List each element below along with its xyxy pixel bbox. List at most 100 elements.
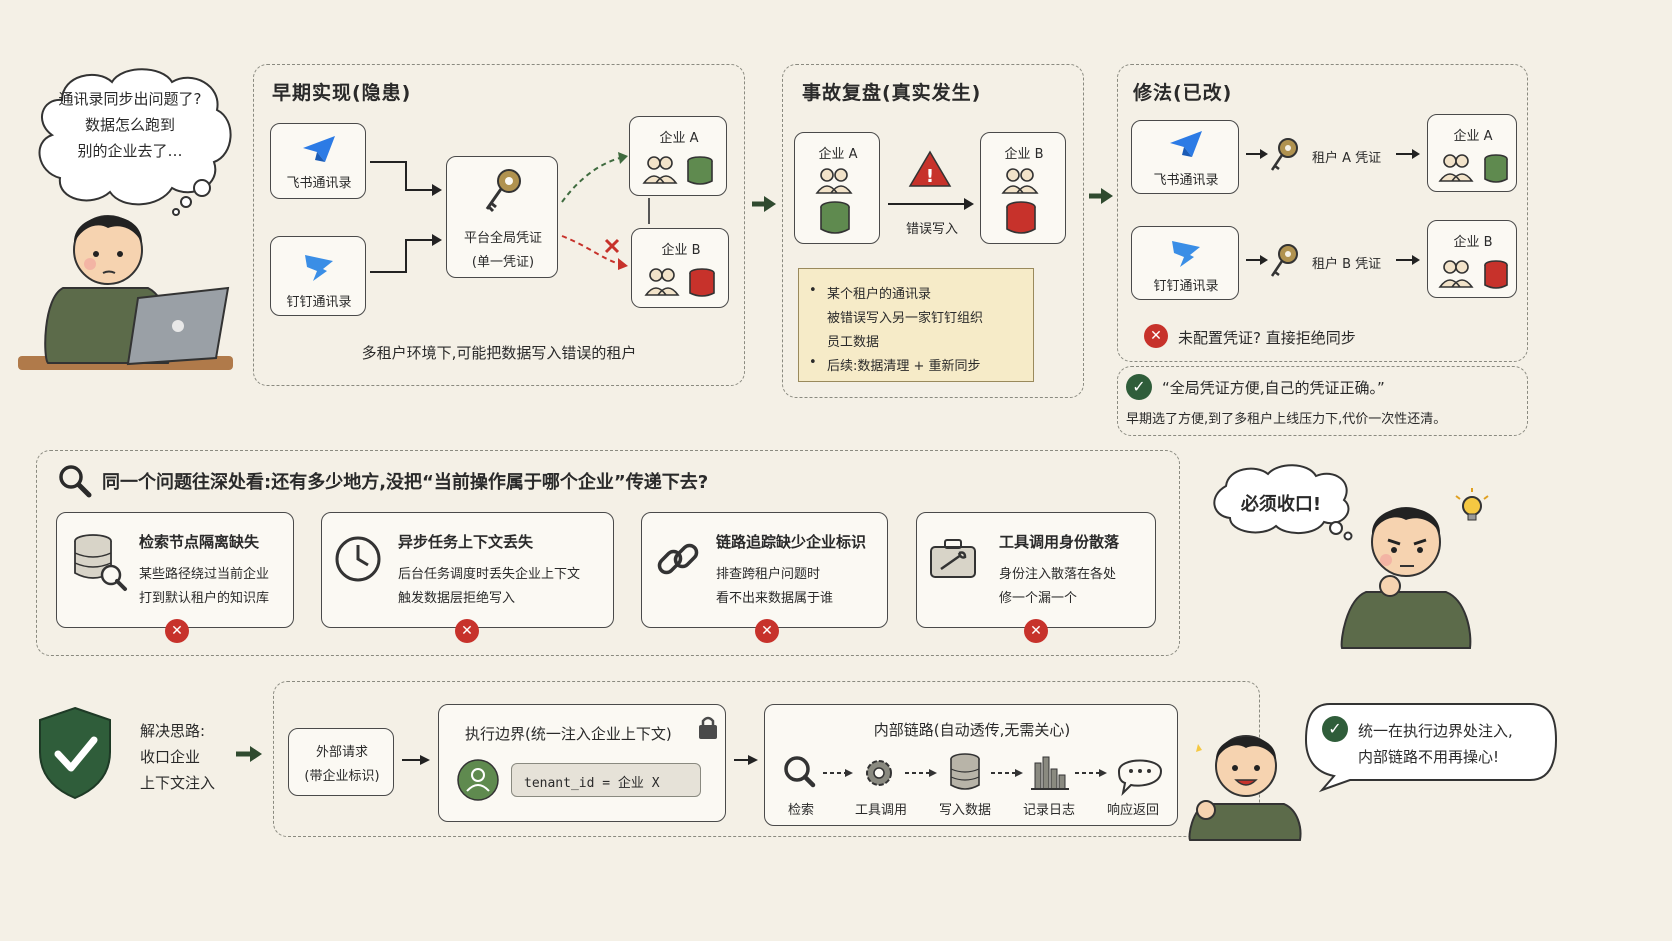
ent-a-label-p1: 企业 A [659, 131, 699, 146]
issue3-line2: 看不出来数据属于谁 [716, 591, 834, 606]
people-db-red-stack-icon [1001, 168, 1039, 234]
thought-right-text: 必须收口! [1240, 494, 1322, 515]
boundary-title: 执行边界(统一注入企业上下文) [465, 725, 672, 743]
enterprise-a-card-p1: 企业 A [629, 116, 727, 196]
feishu-source-card: 飞书通讯录 [270, 123, 366, 199]
note1-line1: 某个租户的通讯录 [827, 287, 932, 302]
ent-b-label-p2: 企业 B [1004, 147, 1044, 162]
solution-label-2: 收口企业 [140, 748, 201, 766]
dingtalk-icon [1172, 241, 1200, 267]
cred-a-row [1246, 138, 1420, 171]
solution-arrow [236, 746, 262, 762]
final-line-1: 统一在执行边界处注入, [1358, 722, 1513, 740]
ext-line-2: (带企业标识) [304, 769, 380, 784]
dingtalk-icon [305, 255, 333, 281]
ent-b-label-p3: 企业 B [1453, 235, 1493, 250]
issue2-line1: 后台任务调度时丢失企业上下文 [398, 567, 581, 582]
people-db-red-icon [1438, 260, 1508, 289]
dingtalk-label-p3: 钉钉通讯录 [1153, 279, 1219, 294]
quote-check-icon: ✓ [1126, 374, 1152, 400]
internal-title: 内部链路(自动透传,无需关心) [873, 721, 1071, 739]
issue-card-tracing: 链路追踪缺少企业标识 排查跨租户问题时 看不出来数据属于谁 [641, 512, 888, 628]
panel-deep-dive [36, 450, 1180, 656]
tenant-field: tenant_id = 企业 X [511, 763, 701, 797]
arrow-p1-p2 [752, 196, 776, 212]
enterprise-a-card-p2: 企业 A [794, 132, 880, 244]
arrow-p2-p3 [1089, 188, 1113, 204]
panel-incident [782, 64, 1084, 398]
issue3-x-icon: ✕ [755, 619, 779, 643]
log-chart-step-icon [1031, 756, 1069, 790]
cred-b-row [1246, 244, 1420, 277]
ent-a-label-p2: 企业 A [818, 147, 858, 162]
cred-b-label: 租户 B 凭证 [1312, 257, 1382, 272]
issue4-title: 工具调用身份散落 [999, 533, 1120, 551]
people-db-red-icon [644, 268, 715, 297]
final-line-2: 内部链路不用再操心! [1358, 748, 1500, 766]
tenant-value: tenant_id = 企业 X [524, 776, 660, 791]
global-credential-card: 平台全局凭证 (单一凭证) [446, 156, 558, 278]
panel1-caption: 多租户环境下,可能把数据写入错误的租户 [361, 344, 637, 362]
issue1-title: 检索节点隔离缺失 [139, 533, 260, 551]
issue4-x-icon: ✕ [1024, 619, 1048, 643]
internal-chain-card: 内部链路(自动透传,无需关心) 检索 工具调 [764, 704, 1178, 826]
magnifier-icon [59, 465, 92, 498]
ent-connector [648, 198, 650, 224]
issue4-line2: 修一个漏一个 [999, 591, 1078, 606]
ext-to-boundary-arrow [402, 755, 430, 765]
issue3-title: 链路追踪缺少企业标识 [716, 533, 867, 551]
panel-fix [1117, 64, 1528, 362]
user-avatar-icon [457, 759, 499, 801]
thought-line-3: 别的企业去了… [77, 142, 183, 160]
panel-early-impl [253, 64, 745, 386]
internal-chain-icons [784, 753, 1163, 797]
issue3-line1: 排查跨租户问题时 [716, 567, 821, 582]
feishu-source-card-p3: 飞书通讯录 [1131, 120, 1239, 194]
issue2-x-icon: ✕ [455, 619, 479, 643]
db-step-icon [950, 753, 980, 790]
solution-label-1: 解决思路: [140, 722, 206, 740]
step-write: 写入数据 [938, 803, 991, 818]
dingtalk-source-card-p3: 钉钉通讯录 [1131, 226, 1239, 300]
key-icon [485, 169, 521, 213]
reject-x-icon: ✕ [1144, 324, 1168, 348]
note1-line3: 员工数据 [827, 335, 880, 350]
cred-to-ent-arrows [561, 152, 628, 270]
issue-card-tools: 工具调用身份散落 身份注入散落在各处 修一个漏一个 [916, 512, 1156, 628]
svg-text:!: ! [926, 166, 934, 187]
happy-person-illustration [1188, 735, 1302, 841]
people-db-green-stack-icon [815, 168, 853, 234]
note2-line: 后续:数据清理 + 重新同步 [827, 359, 981, 374]
shield-check-icon [39, 706, 111, 800]
step-search: 检索 [787, 803, 814, 818]
panel-incident-title: 事故复盘(真实发生) [802, 82, 982, 104]
dingtalk-source-label: 钉钉通讯录 [286, 295, 352, 310]
note-bullet-2: • [809, 355, 817, 370]
source-to-cred-arrows [370, 161, 442, 273]
cred-line-2: (单一凭证) [471, 255, 535, 270]
thought-cloud-right [1213, 464, 1353, 541]
issue1-line2: 打到默认租户的知识库 [139, 591, 270, 606]
feishu-icon [303, 136, 335, 162]
wrong-write-label: 错误写入 [905, 222, 958, 237]
feishu-icon [1170, 131, 1202, 157]
person-at-laptop-illustration [18, 215, 233, 370]
thought-line-1: 通讯录同步出问题了? [58, 90, 202, 108]
note1-line2: 被错误写入另一家钉钉组织 [827, 311, 984, 326]
quote-line-2: 早期选了方便,到了多租户上线压力下,代价一次性还清。 [1126, 412, 1447, 427]
clock-icon [335, 536, 381, 582]
search-step-icon [784, 756, 816, 788]
cred-line-1: 平台全局凭证 [463, 231, 542, 246]
step-tool: 工具调用 [854, 803, 907, 818]
feishu-source-label: 飞书通讯录 [286, 176, 352, 191]
ent-a-label-p3: 企业 A [1453, 129, 1493, 144]
broken-link-icon [657, 543, 699, 575]
issue-card-retrieval: 检索节点隔离缺失 某些路径绕过当前企业 打到默认租户的知识库 [56, 512, 294, 628]
db-search-icon [74, 534, 127, 591]
thinking-person-illustration [1340, 488, 1489, 649]
enterprise-a-card-p3: 企业 A [1427, 114, 1517, 192]
enterprise-b-card-p3: 企业 B [1427, 220, 1517, 298]
solution-label-3: 上下文注入 [140, 774, 216, 792]
incident-note: • 某个租户的通讯录 被错误写入另一家钉钉组织 员工数据 • 后续:数据清理 +… [798, 268, 1034, 382]
lock-icon [699, 716, 717, 739]
